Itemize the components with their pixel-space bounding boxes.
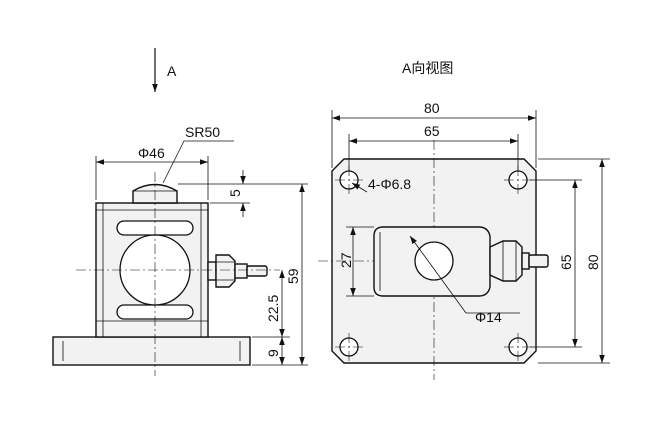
dim-65-height: 65: [558, 254, 574, 270]
a-direction-view: A向视图 80: [318, 60, 610, 380]
side-view: A Φ46 SR50: [52, 48, 308, 376]
cable-top: [528, 254, 549, 268]
dim-phi46: Φ46: [138, 145, 165, 161]
dim-sr50: SR50: [185, 124, 220, 140]
cable-nut: [215, 254, 236, 288]
cable: [246, 265, 268, 277]
dim-59: 59: [285, 268, 301, 284]
dim-80-width: 80: [424, 100, 440, 116]
dim-65-width: 65: [424, 123, 440, 139]
cable-nut-top: [489, 240, 523, 282]
dim-80-height: 80: [585, 254, 601, 270]
dim-22-5: 22.5: [265, 295, 281, 322]
view-marker-label: A: [167, 63, 177, 79]
dim-27: 27: [338, 252, 354, 268]
dim-5: 5: [227, 189, 243, 197]
view-title: A向视图: [402, 60, 453, 76]
dim-9: 9: [265, 349, 281, 357]
dim-holes: 4-Φ6.8: [368, 176, 411, 192]
dim-phi14: Φ14: [475, 309, 502, 325]
base-plate: [52, 336, 251, 366]
center-hole: [414, 241, 454, 281]
